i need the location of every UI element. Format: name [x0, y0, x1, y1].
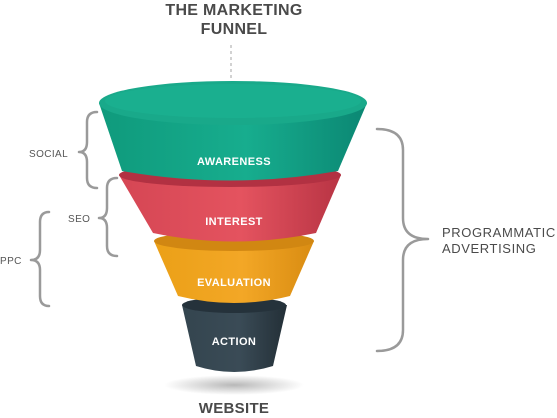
stage-label-evaluation: EVALUATION [197, 277, 271, 289]
seo-brace [97, 176, 119, 258]
ppc-brace [29, 210, 51, 308]
label-ppc: PPC [0, 256, 22, 267]
stage-label-awareness: AWARENESS [197, 156, 271, 168]
social-brace [77, 110, 99, 190]
stage-label-interest: INTEREST [205, 216, 263, 228]
title-line-1: THE MARKETING [165, 2, 302, 19]
funnel-shadow [164, 375, 304, 395]
funnel-stage-awareness: AWARENESS [99, 81, 367, 181]
title-line-2: FUNNEL [201, 21, 268, 38]
label-programmatic: PROGRAMMATIC [442, 225, 556, 240]
label-seo: SEO [68, 214, 90, 225]
programmatic-brace [375, 127, 430, 353]
label-social: SOCIAL [29, 149, 68, 160]
funnel-stage-action: ACTION [182, 297, 287, 372]
stage-label-action: ACTION [212, 336, 257, 348]
label-advertising: ADVERTISING [442, 241, 537, 256]
footer-website: WEBSITE [199, 400, 269, 417]
funnel-stage-evaluation: EVALUATION [154, 231, 314, 303]
